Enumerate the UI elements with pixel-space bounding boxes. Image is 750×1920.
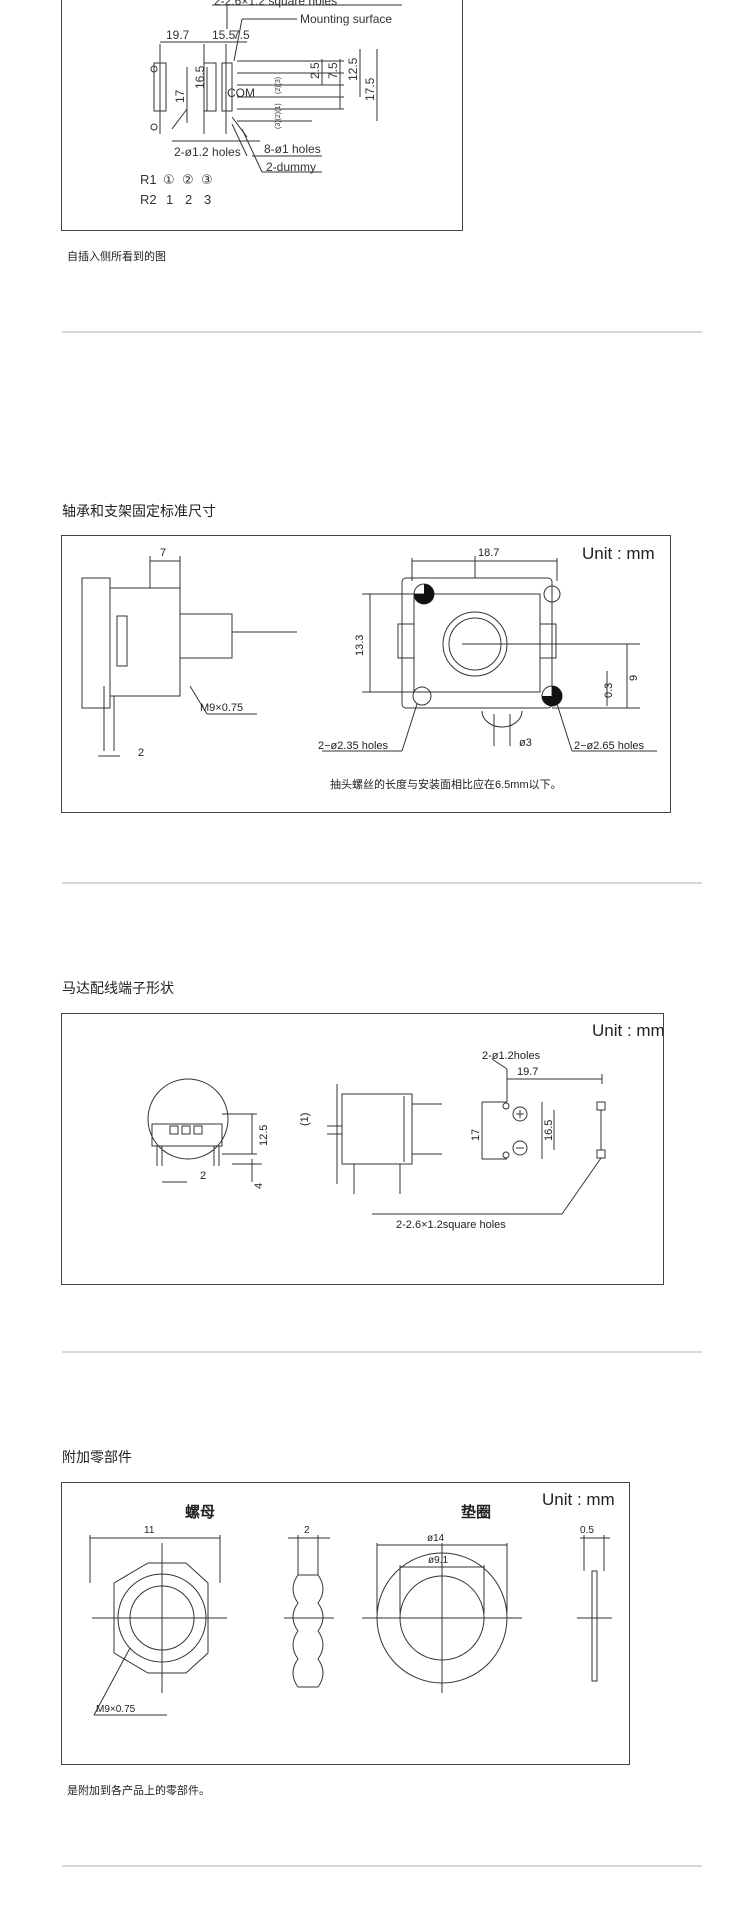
hole-bottom-left (150, 123, 158, 131)
motor-holes-12: 2-ø1.2holes (482, 1050, 541, 1062)
motor-dim-2: 2 (200, 1170, 206, 1182)
bearing-phi3: ø3 (519, 737, 532, 749)
bearing-dim-0-3: 0.3 (603, 683, 615, 698)
motor-square-holes: 2-2.6×1.2square holes (396, 1219, 506, 1231)
dim-17: 17 (173, 89, 187, 103)
bearing-dim-7: 7 (160, 547, 166, 559)
motor-panel: Unit : mm 12.5 2 4 (1) 2-ø1.2holes 19.7 … (61, 1013, 665, 1285)
bearing-dim-9: 9 (628, 675, 640, 681)
nut-dim-11: 11 (144, 1525, 155, 1536)
dim-17-5: 17.5 (363, 77, 377, 101)
nut-hex (113, 1562, 209, 1674)
bearing-diagram: Unit : mm 7 2 M9×0.75 18.7 13.3 0.3 9 2−… (81, 544, 657, 791)
dim-7-5: 7.5 (233, 28, 250, 42)
divider-3 (62, 1351, 702, 1353)
dim-19-7: 19.7 (166, 28, 190, 42)
terminal-diagram-panel: 2-2.6×1.2 square holes Mounting surface … (61, 0, 463, 231)
accessory-diagram: Unit : mm 螺母 垫圈 11 2 ø14 ø9.1 0.5 M9×0.7… (89, 1490, 615, 1716)
motor-dim-12-5: 12.5 (258, 1125, 270, 1146)
r2-value-1: 1 (166, 192, 173, 207)
mounting-surface-label: Mounting surface (300, 12, 392, 26)
pin-mark-a: (2)(3) (275, 77, 282, 94)
dim-7-5-right: 7.5 (326, 62, 340, 79)
motor-dim-19-7: 19.7 (517, 1066, 538, 1078)
r2-value-2: 2 (185, 192, 192, 207)
divider-4 (62, 1865, 702, 1867)
r1-label: R1 (140, 172, 157, 187)
pin-mark-b: (3)(2)(1) (275, 103, 282, 129)
holes-8-label: 8-ø1 holes (264, 142, 321, 156)
motor-dim-17: 17 (470, 1129, 482, 1141)
accessory-panel: Unit : mm 螺母 垫圈 11 2 ø14 ø9.1 0.5 M9×0.7… (61, 1482, 630, 1765)
motor-unit: Unit : mm (592, 1021, 663, 1040)
dim-12-5: 12.5 (346, 57, 360, 81)
divider-1 (62, 331, 702, 333)
washer-label: 垫圈 (461, 1503, 491, 1521)
dim-16-5: 16.5 (193, 65, 207, 89)
motor-section-title: 马达配线端子形状 (62, 980, 174, 996)
accessory-section-title: 附加零部件 (62, 1449, 132, 1465)
bearing-panel: Unit : mm 7 2 M9×0.75 18.7 13.3 0.3 9 2−… (61, 535, 671, 813)
accessory-unit: Unit : mm (542, 1490, 615, 1509)
r1-value-1: ① (163, 172, 175, 187)
bearing-dim-18-7: 18.7 (478, 547, 499, 559)
terminal-note: 自插入侧所看到的图 (67, 251, 166, 263)
washer-dim-9-1: ø9.1 (428, 1555, 448, 1566)
bearing-dim-13-3: 13.3 (354, 635, 366, 656)
motor-dim-4: 4 (253, 1183, 265, 1189)
top-cut-label: 2-2.6×1.2 square holes (214, 0, 337, 8)
dim-2-5: 2.5 (308, 62, 322, 79)
r2-value-3: 3 (204, 192, 211, 207)
dummy-label: 2-dummy (266, 160, 316, 174)
motor-dim-16-5: 16.5 (543, 1120, 555, 1141)
bearing-dim-2: 2 (138, 747, 144, 759)
bearing-thread: M9×0.75 (200, 702, 243, 714)
r1-value-2: ② (182, 172, 194, 187)
hole-top-left (150, 65, 158, 73)
motor-diagram: Unit : mm 12.5 2 4 (1) 2-ø1.2holes 19.7 … (147, 1021, 665, 1231)
holes-1-2-label: 2-ø1.2 holes (174, 145, 241, 159)
washer-dim-14: ø14 (427, 1533, 445, 1544)
terminal-diagram: 2-2.6×1.2 square holes Mounting surface … (140, 0, 402, 207)
bearing-holes-235: 2−ø2.35 holes (318, 740, 389, 752)
com-label: COM (227, 86, 255, 100)
nut-dim-2: 2 (304, 1525, 310, 1536)
dim-15-5: 15.5 (212, 28, 236, 42)
bearing-note: 抽头螺丝的长度与安装面相比应在6.5mm以下。 (330, 777, 562, 791)
divider-2 (62, 882, 702, 884)
r2-label: R2 (140, 192, 157, 207)
r1-value-3: ③ (201, 172, 213, 187)
motor-dim-1: (1) (299, 1113, 311, 1126)
washer-dim-0-5: 0.5 (580, 1525, 594, 1536)
bearing-unit: Unit : mm (582, 544, 655, 563)
nut-side (292, 1574, 324, 1688)
accessory-note: 是附加到各产品上的零部件。 (67, 1785, 210, 1797)
bearing-section-title: 轴承和支架固定标准尺寸 (62, 503, 216, 519)
accessory-thread: M9×0.75 (96, 1704, 136, 1715)
bearing-holes-265: 2−ø2.65 holes (574, 740, 645, 752)
nut-label: 螺母 (185, 1503, 215, 1521)
